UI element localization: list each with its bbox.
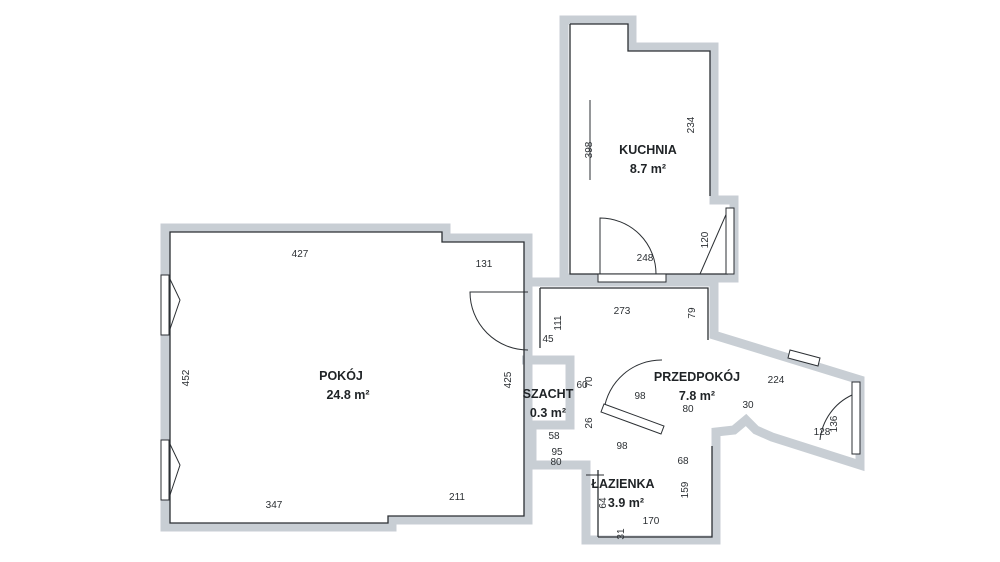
dim-45: 45 — [542, 334, 554, 345]
dim-248: 248 — [637, 253, 654, 264]
dim-128: 128 — [814, 427, 831, 438]
dim-26: 26 — [584, 417, 595, 429]
wall-outlines — [169, 23, 728, 538]
lazienka-name: ŁAZIENKA — [591, 477, 654, 491]
dim-80-bath: 80 — [550, 457, 562, 468]
pokoj-name: POKÓJ — [319, 368, 363, 383]
dim-68: 68 — [677, 456, 689, 467]
dim-347: 347 — [266, 500, 283, 511]
pokoj-window-top — [160, 274, 170, 336]
kuchnia-right-window — [725, 207, 735, 275]
dim-425: 425 — [503, 371, 514, 388]
dim-79: 79 — [687, 307, 698, 319]
dim-452: 452 — [181, 369, 192, 386]
hall-window — [787, 349, 821, 367]
dim-159: 159 — [680, 481, 691, 498]
dim-95: 95 — [551, 447, 563, 458]
dim-64: 64 — [598, 497, 609, 509]
dim-70: 70 — [584, 376, 595, 388]
pokoj-window-bottom — [160, 439, 170, 501]
kuchnia-side-door — [699, 209, 729, 275]
room-labels: KUCHNIA 8.7 m² POKÓJ 24.8 m² PRZEDPOKÓJ … — [319, 143, 740, 510]
dim-120: 120 — [700, 231, 711, 248]
dim-111: 111 — [553, 315, 564, 331]
dim-80: 80 — [682, 404, 694, 415]
dim-131: 131 — [476, 259, 493, 270]
pokoj-door — [469, 291, 529, 351]
dimension-lines — [169, 100, 591, 460]
kuchnia-name: KUCHNIA — [619, 143, 677, 157]
windows — [160, 207, 861, 501]
entry-window — [851, 381, 861, 455]
dim-98-upper: 98 — [634, 391, 646, 402]
kuchnia-door — [599, 217, 657, 275]
pokoj-area: 24.8 m² — [326, 388, 369, 402]
kuchnia-bottom-window — [597, 273, 667, 283]
dim-224: 224 — [768, 375, 785, 386]
partition — [600, 403, 665, 435]
dim-273: 273 — [614, 306, 631, 317]
przedpokoj-area: 7.8 m² — [679, 389, 715, 403]
dim-427: 427 — [292, 249, 309, 260]
dim-398: 398 — [584, 141, 595, 158]
dim-98-lower: 98 — [616, 441, 628, 452]
dim-58: 58 — [548, 431, 560, 442]
dim-211: 211 — [449, 492, 465, 503]
dim-30: 30 — [742, 400, 754, 411]
entry-door — [819, 394, 853, 441]
przedpokoj-name: PRZEDPOKÓJ — [654, 369, 740, 384]
szacht-name: SZACHT — [523, 387, 574, 401]
szacht-area: 0.3 m² — [530, 406, 566, 420]
dim-60: 60 — [576, 380, 588, 391]
dim-31: 31 — [616, 528, 627, 540]
walls — [160, 15, 865, 545]
dimension-labels: 398 234 120 248 427 131 452 425 347 211 … — [181, 116, 840, 539]
hall-door — [603, 359, 663, 411]
dim-136: 136 — [829, 415, 840, 432]
dim-234: 234 — [686, 116, 697, 133]
kuchnia-area: 8.7 m² — [630, 162, 666, 176]
dim-170: 170 — [643, 516, 660, 527]
lazienka-area: 3.9 m² — [608, 496, 644, 510]
